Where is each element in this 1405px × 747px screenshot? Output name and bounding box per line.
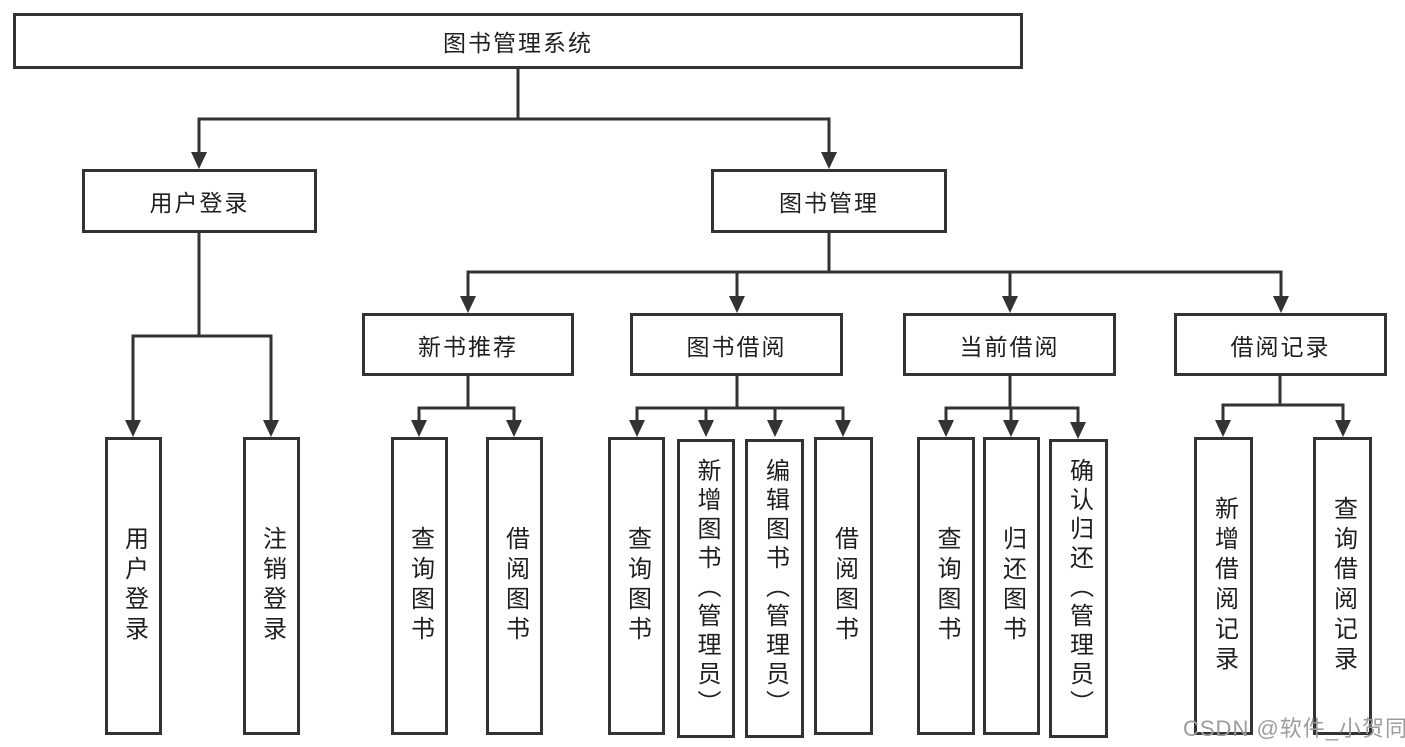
csdn-watermark: CSDN @软件_小贺同学 (1183, 716, 1405, 741)
node-label: 借阅记录 (1230, 333, 1331, 360)
leaf-logout: 注销登录 (243, 437, 300, 735)
node-book-borrowing: 图书借阅 (630, 313, 843, 376)
node-label: 借阅图书 (501, 526, 529, 646)
node-label: 新增图书（管理员） (693, 458, 720, 719)
node-label: 用户登录 (149, 190, 250, 216)
leaf-add-books-admin: 新增图书（管理员） (677, 439, 735, 738)
node-label: 查询图书 (406, 526, 434, 646)
node-label: 查询借阅记录 (1329, 496, 1357, 676)
leaf-add-borrow-record: 新增借阅记录 (1194, 437, 1253, 735)
node-label: 归还图书 (998, 526, 1026, 646)
node-book-management: 图书管理 (711, 169, 947, 233)
node-label: 图书管理系统 (443, 30, 593, 56)
node-label: 借阅图书 (830, 526, 858, 646)
node-label: 新书推荐 (418, 333, 518, 360)
node-label: 查询图书 (933, 526, 960, 646)
leaf-query-books: 查询图书 (917, 437, 975, 735)
leaf-user-login: 用户登录 (105, 437, 162, 735)
node-new-book-recommendation: 新书推荐 (362, 313, 574, 376)
node-label: 图书管理 (779, 190, 879, 216)
node-label: 图书借阅 (686, 333, 787, 360)
leaf-query-books: 查询图书 (608, 437, 665, 735)
node-label: 确认归还（管理员） (1065, 458, 1093, 719)
node-label: 注销登录 (258, 526, 286, 646)
leaf-query-books: 查询图书 (391, 437, 448, 735)
leaf-borrow-books: 借阅图书 (486, 437, 543, 735)
node-library-management-system: 图书管理系统 (13, 13, 1023, 69)
node-label: 用户登录 (120, 526, 148, 646)
arrowheads (125, 152, 1351, 439)
leaf-edit-books-admin: 编辑图书（管理员） (745, 439, 804, 738)
leaf-confirm-return-admin: 确认归还（管理员） (1049, 439, 1108, 738)
node-borrowing-records: 借阅记录 (1174, 313, 1387, 376)
node-label: 当前借阅 (959, 333, 1060, 360)
node-label: 编辑图书（管理员） (761, 458, 789, 719)
node-current-borrowing: 当前借阅 (903, 313, 1116, 376)
leaf-return-books: 归还图书 (983, 437, 1040, 735)
leaf-query-borrow-record: 查询借阅记录 (1313, 437, 1372, 735)
node-user-login: 用户登录 (82, 169, 317, 233)
node-label: 查询图书 (623, 526, 651, 646)
node-label: 新增借阅记录 (1210, 496, 1238, 676)
leaf-borrow-books: 借阅图书 (814, 437, 873, 735)
